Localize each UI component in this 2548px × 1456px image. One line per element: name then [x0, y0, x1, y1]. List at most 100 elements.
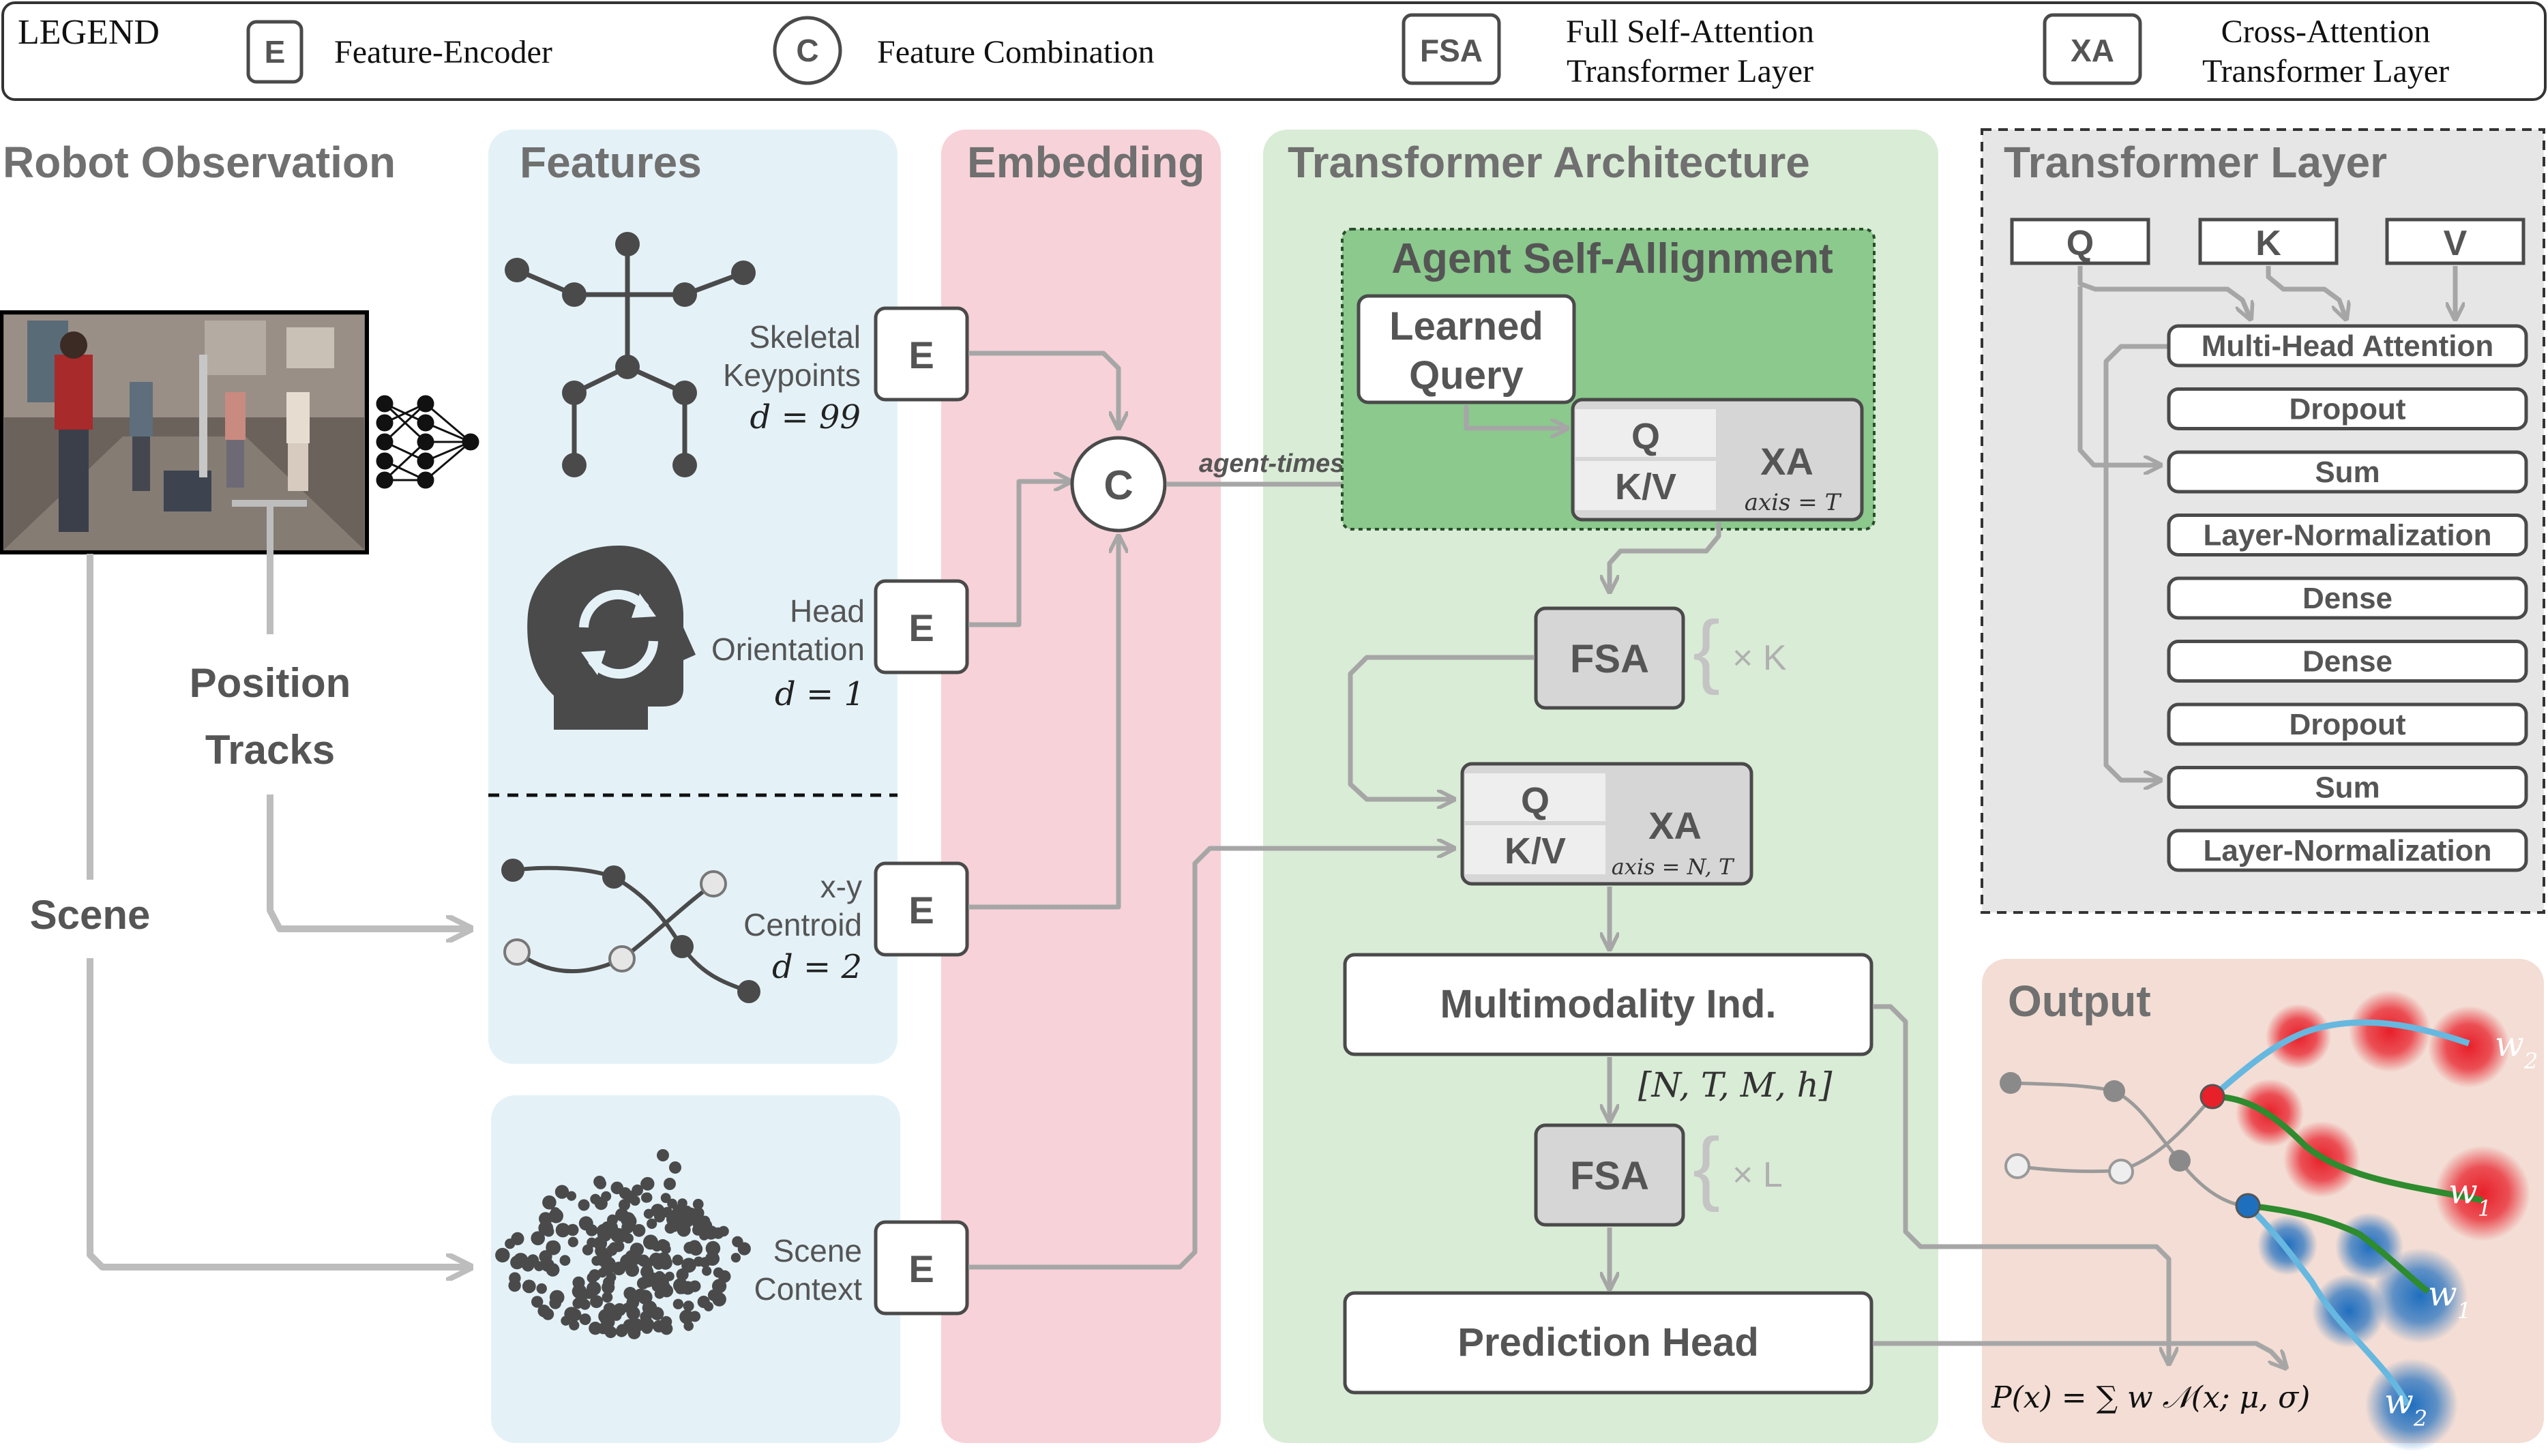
- pointcloud-point: [593, 1236, 608, 1251]
- pointcloud-point: [602, 1281, 615, 1294]
- tl-arrow-k: [2266, 266, 2346, 319]
- xa1-label: XA: [1760, 440, 1813, 483]
- pointcloud-point: [510, 1256, 524, 1270]
- pointcloud-point: [672, 1298, 684, 1309]
- pointcloud-point: [669, 1161, 681, 1174]
- pointcloud-point: [689, 1280, 701, 1292]
- tl-step-box: [2167, 576, 2528, 620]
- feature-head-label-1: Head: [790, 593, 865, 629]
- pointcloud-point: [566, 1191, 577, 1201]
- pointcloud-point: [559, 1255, 571, 1266]
- pointcloud-point: [664, 1271, 675, 1281]
- pointcloud-point: [561, 1316, 571, 1326]
- pointcloud-point: [608, 1242, 620, 1253]
- tl-step-label: Dense: [2302, 582, 2393, 615]
- tl-step-box: [2167, 324, 2528, 368]
- encoder-scene-label: E: [908, 1247, 934, 1290]
- pointcloud-point: [664, 1178, 676, 1190]
- tl-step-box: [2167, 640, 2528, 683]
- fsa-l-box: [1534, 1123, 1685, 1227]
- encoder-skeletal-label: E: [908, 333, 934, 376]
- header-transformer-architecture: Transformer Architecture: [1288, 138, 1810, 187]
- pointcloud-point: [700, 1215, 711, 1226]
- pointcloud-point: [522, 1259, 535, 1272]
- pointcloud-point: [654, 1271, 665, 1281]
- encoder-skeletal: [874, 306, 969, 402]
- pointcloud-point: [670, 1209, 681, 1221]
- pointcloud-point: [629, 1243, 645, 1257]
- pointcloud-point: [610, 1310, 622, 1321]
- pointcloud-point: [582, 1244, 593, 1256]
- pointcloud-point: [702, 1266, 712, 1276]
- pointcloud-point: [566, 1223, 579, 1236]
- pointcloud-point: [632, 1223, 646, 1237]
- combine-node: [1070, 436, 1167, 533]
- header-output: Output: [2008, 977, 2151, 1026]
- skeleton-icon: [505, 232, 756, 477]
- pointcloud-point: [705, 1240, 721, 1256]
- pointcloud-point: [495, 1247, 510, 1263]
- output-formula: P(x) = ∑ w 𝒩(x; μ, σ): [1991, 1380, 2310, 1415]
- neural-network-icon: [376, 395, 479, 489]
- feature-centroid-label-2: Centroid: [743, 907, 862, 942]
- learned-query-box: [1357, 294, 1576, 404]
- pointcloud-point: [578, 1199, 590, 1211]
- pointcloud-point: [623, 1233, 634, 1244]
- pointcloud-point: [623, 1287, 637, 1301]
- output-trajectories: [2000, 990, 2530, 1451]
- pointcloud-point: [653, 1320, 666, 1333]
- xa-cross-agent: Q K/V XA axis = N, T: [1460, 762, 1753, 886]
- multimodality-box: [1343, 953, 1873, 1056]
- header-transformer-layer: Transformer Layer: [2004, 138, 2387, 187]
- feature-scene-label-1: Scene: [773, 1233, 862, 1268]
- pointcloud-point: [700, 1257, 711, 1268]
- pointcloud-point: [712, 1227, 724, 1239]
- pointcloud-point: [675, 1280, 690, 1294]
- pointcloud-point: [683, 1301, 694, 1312]
- pointcloud-point: [509, 1272, 521, 1284]
- xa2-label: XA: [1648, 804, 1702, 847]
- xa1-kv: K/V: [1615, 466, 1676, 507]
- pointcloud-point: [542, 1195, 557, 1210]
- tl-step-label: Layer-Normalization: [2204, 834, 2492, 867]
- pointcloud-point: [692, 1207, 705, 1219]
- arrow-query-to-xa: [1464, 405, 1567, 428]
- learned-query-label-1: Learned: [1389, 304, 1543, 348]
- feature-skeletal-label-1: Skeletal: [749, 319, 861, 355]
- tl-residual-2: [2103, 344, 2169, 780]
- self-alignment-title: Agent Self-Allignment: [1391, 235, 1833, 282]
- header-embedding: Embedding: [967, 138, 1204, 187]
- pointcloud-point: [546, 1263, 560, 1277]
- xa1-q: Q: [1631, 416, 1660, 457]
- robot-camera-image: [0, 310, 369, 554]
- pointcloud-point: [687, 1240, 702, 1253]
- pointcloud-point: [578, 1216, 593, 1231]
- tl-arrow-q: [2077, 266, 2251, 319]
- pointcloud-point: [569, 1320, 580, 1331]
- legend-key-combination: C: [796, 33, 818, 68]
- pointcloud-point: [522, 1279, 536, 1294]
- pointcloud-point: [697, 1295, 710, 1309]
- pointcloud-point: [555, 1223, 570, 1238]
- pointcloud-point: [593, 1176, 606, 1188]
- tl-step-box: [2167, 702, 2528, 746]
- tl-step-box: [2167, 766, 2528, 809]
- xa2-kv: K/V: [1505, 831, 1566, 872]
- pointcloud-point: [653, 1258, 664, 1270]
- position-tracks-label-2: Tracks: [205, 727, 335, 773]
- pointcloud-point: [579, 1298, 591, 1310]
- arrow-fsa-to-xa2-query: [1348, 655, 1535, 799]
- pointcloud-point: [601, 1221, 614, 1234]
- trajectories-icon: [501, 859, 760, 1003]
- tl-residual-1: [2077, 286, 2161, 465]
- header-features: Features: [520, 138, 702, 187]
- pointcloud-point: [730, 1253, 741, 1263]
- legend-text-fsa-2: Transformer Layer: [1567, 53, 1813, 89]
- pointcloud-point: [629, 1318, 644, 1333]
- pointcloud-point: [616, 1324, 629, 1337]
- pointcloud-point: [647, 1218, 657, 1229]
- pointcloud-point: [650, 1307, 664, 1320]
- fsa-l-repeat: × L: [1732, 1155, 1783, 1195]
- tl-step-box: [2167, 387, 2528, 430]
